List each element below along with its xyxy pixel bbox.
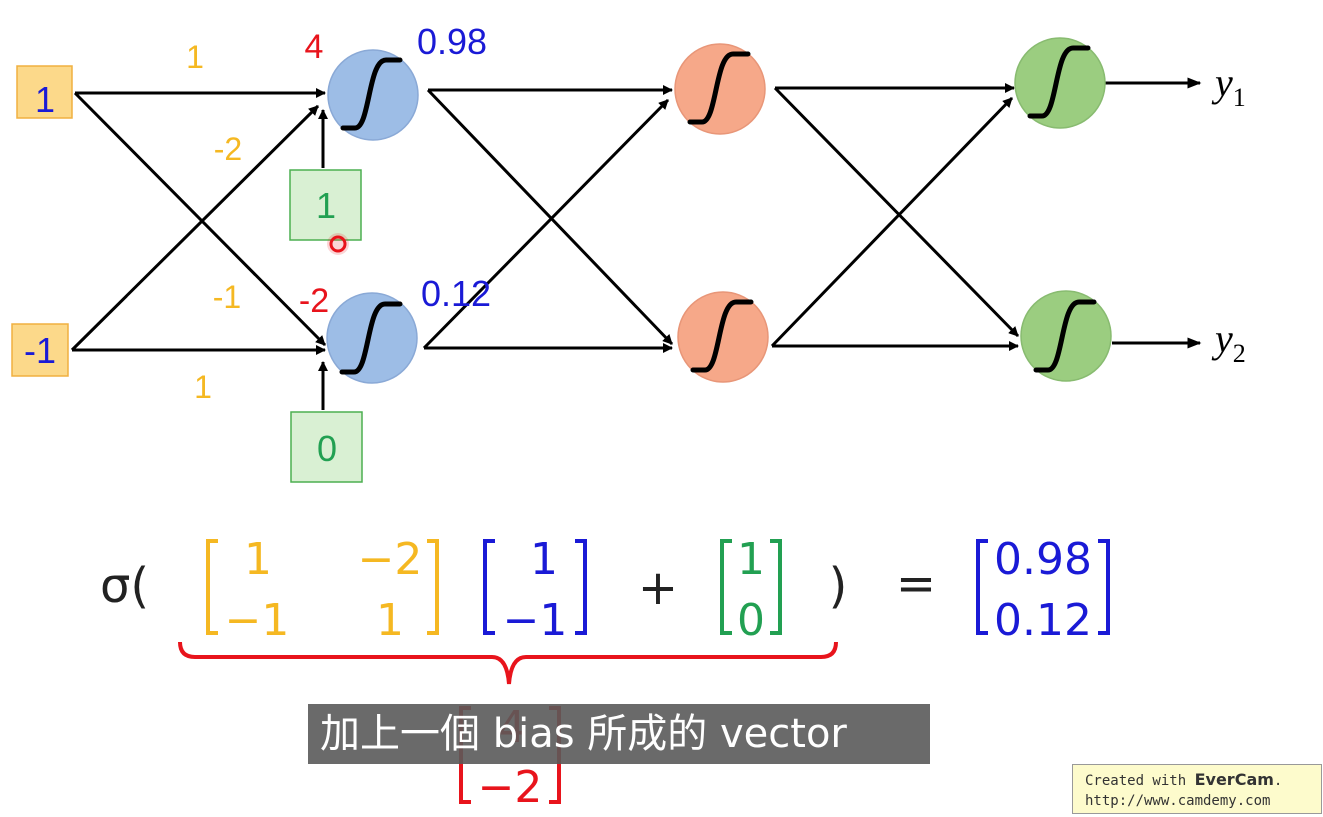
- weight-w12: -2: [214, 131, 242, 167]
- vector-cell: 0.12: [994, 595, 1092, 646]
- neuron-layer1-2: [326, 292, 418, 384]
- neuron-layer3-1: [1014, 37, 1106, 129]
- vector-cell: 1: [530, 534, 558, 585]
- watermark-dot: .: [1273, 773, 1283, 789]
- bias-vector: 1 0: [720, 534, 782, 646]
- sigmoid-icon: [690, 299, 754, 373]
- input-vector: 1 −1: [483, 534, 587, 646]
- bias-value-1: 1: [316, 185, 336, 226]
- vector-cell: 0.98: [994, 534, 1092, 585]
- matrix-cell: 1: [376, 595, 404, 646]
- vector-cell: −1: [503, 595, 568, 646]
- bracket-right: [770, 539, 782, 635]
- pre-activation-2: -2: [299, 282, 329, 320]
- vector-cell: −2: [478, 762, 543, 813]
- weight-w22: 1: [194, 369, 212, 405]
- neuron-layer2-2: [677, 291, 769, 383]
- bias-value-2: 0: [317, 428, 337, 469]
- paren-close: ): [829, 558, 848, 614]
- neuron-layer1-1: [327, 49, 419, 141]
- bias-node-1: 1: [289, 169, 362, 241]
- input-value-1: 1: [35, 79, 55, 120]
- sigmoid-icon: [687, 51, 751, 125]
- watermark-brand: EverCam: [1194, 770, 1274, 789]
- plus-sign: +: [638, 560, 678, 616]
- edge-n1-m2: [426, 88, 674, 346]
- connections-layer2: [422, 85, 674, 353]
- video-subtitle: 加上一個 bias 所成的 vector: [308, 704, 930, 764]
- pre-activation-1: 4: [305, 28, 324, 66]
- weight-matrix: 1 −2 −1 1: [206, 534, 439, 646]
- bias-node-2: 0: [290, 411, 363, 483]
- bracket-right: [1098, 539, 1110, 635]
- input-node-2: -1: [11, 323, 69, 377]
- output-label-1: y1: [1211, 60, 1246, 112]
- bracket-right: [575, 539, 587, 635]
- sigmoid-icon: [1033, 299, 1097, 373]
- edge-n2-m1: [422, 98, 670, 350]
- evercam-watermark: Created with EverCam. http://www.camdemy…: [1072, 764, 1322, 814]
- cursor-marker: [329, 235, 347, 253]
- sigmoid-icon: [339, 301, 403, 375]
- watermark-created: Created with: [1085, 773, 1187, 789]
- cursor-glow: [327, 233, 349, 255]
- activation-2: 0.12: [421, 273, 491, 314]
- matrix-cell: 1: [244, 534, 272, 585]
- vector-cell: 1: [737, 534, 765, 585]
- weight-labels: 1 -2 -1 1: [186, 39, 242, 405]
- activation-1: 0.98: [417, 21, 487, 62]
- bracket-left: [976, 539, 988, 635]
- input-node-1: 1: [16, 65, 73, 120]
- neuron-layer2-1: [674, 43, 766, 135]
- bracket-left: [206, 539, 218, 635]
- edge-x1-n2: [73, 91, 327, 347]
- edge-m2-o1: [770, 96, 1014, 348]
- bracket-right: [427, 539, 439, 635]
- equals-sign: =: [896, 556, 936, 612]
- neuron-layer3-2: [1020, 290, 1112, 382]
- underbrace: [178, 641, 838, 685]
- watermark-url: http://www.camdemy.com: [1085, 793, 1271, 809]
- bracket-left: [720, 539, 732, 635]
- weight-w11: 1: [186, 39, 204, 75]
- sigmoid-icon: [1027, 45, 1091, 119]
- matrix-cell: −1: [225, 595, 290, 646]
- connections-layer3: [770, 77, 1202, 351]
- weight-w21: -1: [213, 279, 241, 315]
- network-diagram: 1 -1 1 -2 -1 1 1 0 4 -2 0.98 0.12: [11, 21, 1246, 483]
- input-value-2: -1: [24, 330, 56, 371]
- output-label-2: y2: [1211, 316, 1246, 368]
- result-vector: 0.98 0.12: [976, 534, 1110, 646]
- matrix-cell: −2: [358, 534, 423, 585]
- edge-m1-o2: [773, 86, 1020, 338]
- vector-cell: 0: [737, 595, 765, 646]
- sigma-open: σ(: [100, 558, 149, 614]
- connections-layer1: [70, 88, 328, 410]
- bracket-left: [483, 539, 495, 635]
- sigmoid-icon: [340, 57, 403, 131]
- edge-x2-n1: [70, 104, 320, 352]
